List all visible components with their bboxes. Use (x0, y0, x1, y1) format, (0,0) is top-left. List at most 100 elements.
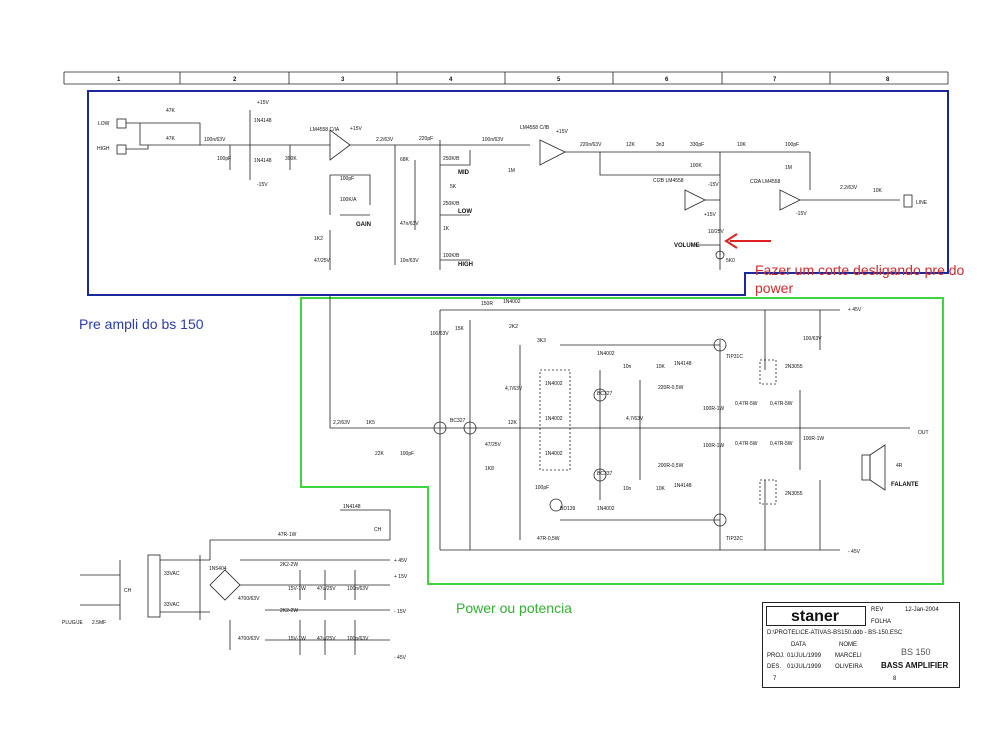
pwr-lbl-4: 15K (455, 326, 465, 332)
pre-lbl-35: 3n3 (656, 142, 665, 148)
pwr-lbl-14: BC327 (450, 418, 466, 424)
psu-lbl-12: 15V-1W (288, 586, 306, 592)
pre-lbl-41: CI2B LM4558 (653, 178, 684, 184)
data-label: DATA (791, 642, 807, 648)
col-3: 3 (341, 77, 345, 83)
col-1: 1 (117, 77, 121, 83)
psu-lbl-6: 33VAC (164, 571, 180, 577)
proj-date: 01/JUL/1999 (787, 653, 822, 659)
pre-lbl-43: +15V (704, 212, 716, 218)
pre-lbl-32: 1M (508, 168, 515, 174)
pre-lbl-50: 10/25V (708, 229, 725, 235)
pwr-lbl-32: 0,47R-5W (770, 441, 793, 447)
pre-lbl-51: 5K0 (726, 258, 735, 264)
brand-logo: staner (766, 606, 866, 626)
pre-lbl-7: -15V (257, 182, 268, 188)
pwr-lbl-21: 0,47R-5W (735, 401, 758, 407)
psu-lbl-7: 33VAC (164, 602, 180, 608)
des-label: DES. (767, 664, 782, 670)
pre-lbl-44: CI2A LM4558 (750, 179, 781, 185)
psu-lbl-22: - 45V (394, 655, 407, 661)
psu-lbl-8: 1N5404 (209, 566, 227, 572)
preamp-labels: 47K 47K 100n/63V 100pF 1N4148 1N4148 +15… (166, 100, 928, 268)
pwr-lbl-23: 2,2/63V (333, 420, 351, 426)
pre-lbl-40: 1M (785, 165, 792, 171)
pre-lbl-42: -15V (708, 182, 719, 188)
preamp-annotation: Pre ampli do bs 150 (79, 316, 204, 332)
pre-lbl-3: 100pF (217, 156, 231, 162)
power-region-outline (300, 297, 944, 585)
pre-lbl-49: VOLUME (674, 243, 700, 249)
pre-lbl-30: LM4558 C/IB (520, 125, 550, 131)
pre-lbl-46: 10K (873, 188, 883, 194)
pwr-lbl-27: 12K (508, 420, 518, 426)
pre-lbl-37: 100K (690, 163, 702, 169)
pwr-lbl-18: 1N4002 (545, 451, 563, 457)
brand-name: staner (791, 608, 840, 625)
col-8: 8 (886, 77, 890, 83)
pre-lbl-21: 250K/B (443, 156, 460, 162)
pre-lbl-1: 47K (166, 136, 176, 142)
drawing-title: BASS AMPLIFIER (881, 661, 949, 670)
pwr-lbl-19: 4,7/63V (626, 416, 644, 422)
psu-lbl-11: 2K2-2W (280, 562, 298, 568)
col-4: 4 (449, 77, 453, 83)
pwr-lbl-2: + 45V (848, 307, 862, 313)
pwr-lbl-37: 1N4148 (674, 483, 692, 489)
psu-lbl-15: 2K2-2W (280, 608, 298, 614)
pwr-lbl-13: BC327 (597, 391, 613, 397)
psu-circuit (80, 509, 391, 655)
pwr-lbl-8: 10n (623, 364, 632, 370)
pre-lbl-36: 330pF (690, 142, 704, 148)
pre-lbl-20: 10n/63V (400, 258, 419, 264)
pwr-lbl-31: 0,47R-5W (735, 441, 758, 447)
pwr-lbl-44: 47R-0,5W (537, 536, 560, 542)
date-value: 12-Jan-2004 (905, 607, 939, 613)
psu-lbl-21: - 15V (394, 609, 407, 615)
model-name: BS 150 (901, 647, 931, 657)
psu-lbl-4: CH (374, 527, 382, 533)
pre-lbl-33: 220n/63V (580, 142, 602, 148)
pre-lbl-9: LM4558 C/IA (310, 127, 340, 133)
psu-lbl-17: 47u/25V (317, 636, 336, 642)
pwr-lbl-28: 1K8 (485, 466, 494, 472)
pwr-lbl-24: 1K5 (366, 420, 375, 426)
power-circuit (329, 295, 910, 551)
preamp-region-outline (87, 90, 949, 296)
pre-lbl-8: 390K (285, 156, 297, 162)
pwr-lbl-48: 4R (896, 463, 903, 469)
pwr-lbl-5: 3K3 (537, 338, 546, 344)
pwr-lbl-46: 100/63V (803, 336, 822, 342)
pwr-lbl-35: 10n (623, 486, 632, 492)
psu-lbl-1: 2.5MF (92, 620, 106, 626)
pre-lbl-11: 2.2/63V (376, 137, 394, 143)
pre-lbl-10: +15V (350, 126, 362, 132)
pre-lbl-47: LINE (916, 200, 928, 206)
pre-lbl-4: 1N4148 (254, 118, 272, 124)
pre-lbl-15: 100K/A (340, 197, 357, 203)
nome-label: NOME (839, 642, 857, 648)
psu-lbl-19: + 45V (394, 558, 408, 564)
pre-lbl-23: 250K/B (443, 201, 460, 207)
psu-lbl-16: 15V-1W (288, 636, 306, 642)
pre-lbl-0: 47K (166, 108, 176, 114)
pre-lbl-39: 100pF (785, 142, 799, 148)
pre-lbl-48: -15V (796, 211, 807, 217)
pwr-lbl-39: 100pF (535, 485, 549, 491)
des-date: 01/JUL/1999 (787, 664, 822, 670)
pwr-lbl-40: BD139 (560, 506, 576, 512)
file-path: D:\PROTEL\CE-ATIVAS-BS150.ddb - BS-150.E… (767, 630, 903, 636)
pwr-lbl-38: 2N3055 (785, 491, 803, 497)
psu-lbl-0: PLUG/JE (62, 620, 84, 626)
pre-lbl-16: GAIN (356, 222, 371, 228)
pwr-lbl-25: 22K (375, 451, 385, 457)
cut-annotation: Fazer um corte desligando pre do power (755, 262, 965, 296)
col-2: 2 (233, 77, 237, 83)
pre-lbl-12: 220pF (419, 136, 433, 142)
pwr-lbl-30: 100R-1W (703, 443, 724, 449)
proj-name: MARCELI (835, 653, 862, 659)
pre-lbl-45: 2.2/63V (840, 185, 858, 191)
pwr-lbl-0: 150R (481, 301, 493, 307)
pre-lbl-24: LOW (458, 209, 472, 215)
